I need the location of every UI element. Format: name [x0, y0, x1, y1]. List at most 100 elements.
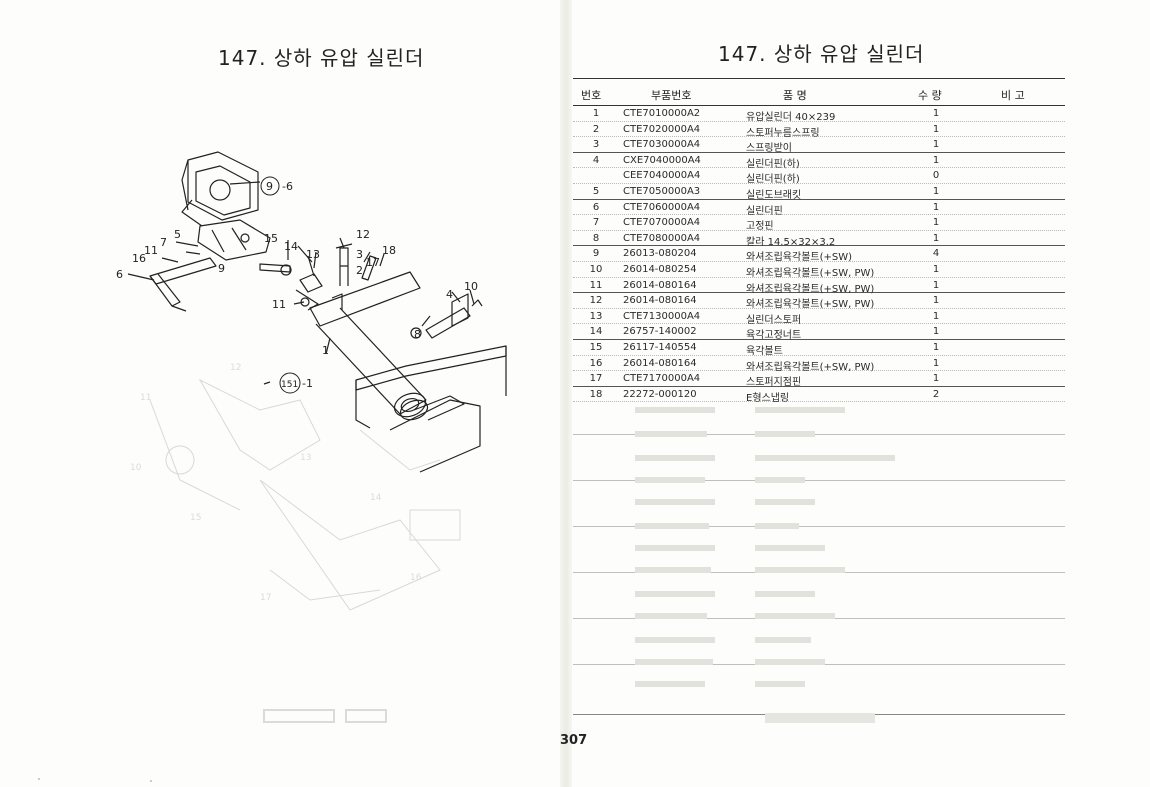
cell-no: 14: [589, 326, 603, 338]
cell-part-name: 고정핀: [746, 221, 774, 233]
header-no: 번호: [581, 89, 602, 102]
book-gutter: [560, 0, 572, 787]
cell-no: 9: [592, 248, 600, 260]
cell-part-name: 와셔조립육각볼트(+SW, PW): [746, 361, 875, 373]
callout-ref9-suffix: -6: [282, 180, 293, 193]
header-name: 품 명: [783, 89, 807, 102]
callout-2: 2: [356, 264, 363, 277]
cell-quantity: 1: [932, 217, 940, 229]
cell-quantity: 1: [932, 185, 940, 197]
cell-no: 12: [589, 295, 603, 307]
cell-quantity: 1: [932, 123, 940, 135]
cell-quantity: 1: [932, 108, 940, 119]
callout-ref151-suffix: -1: [302, 377, 313, 390]
cell-quantity: 1: [932, 326, 940, 338]
callout-ref151: 151: [281, 380, 298, 390]
cell-no: 2: [592, 123, 600, 135]
cell-quantity: 0: [932, 170, 940, 182]
cell-no: 11: [589, 279, 603, 291]
cell-part-name: 육각볼트: [746, 345, 783, 357]
svg-text:10: 10: [130, 463, 142, 473]
cell-no: 7: [592, 217, 600, 229]
callout-3: 3: [356, 248, 363, 261]
cell-quantity: 1: [932, 279, 940, 291]
cell-part-name: 실린도브래킷: [746, 189, 802, 201]
svg-text:15: 15: [190, 513, 201, 523]
ref-9-circle: [260, 176, 280, 196]
svg-text:12: 12: [230, 363, 241, 373]
cell-part-name: 와셔조립육각볼트(+SW, PW): [746, 267, 875, 279]
cell-part-number: 26014-080164: [623, 279, 697, 291]
cell-quantity: 1: [932, 154, 940, 166]
cell-part-number: CTE7130000A4: [623, 310, 701, 322]
cell-part-number: CTE7070000A4: [623, 217, 701, 229]
bleed-through-caption: [263, 709, 387, 723]
callout-18: 18: [382, 244, 396, 257]
cell-quantity: 1: [932, 310, 940, 322]
header-part: 부품번호: [651, 89, 692, 102]
callout-5: 5: [174, 228, 181, 241]
table-row: 7 CTE7070000A4 고정핀 1: [573, 215, 1065, 233]
svg-text:11: 11: [140, 393, 151, 403]
cell-quantity: 1: [932, 139, 940, 151]
svg-text:17: 17: [260, 593, 271, 603]
callout-8: 8: [414, 328, 421, 341]
svg-text:13: 13: [300, 453, 311, 463]
cell-part-name: 유압실린더 40×239: [746, 112, 836, 123]
ref-151-circle: [279, 372, 301, 394]
bleed-through-table-text: [635, 407, 895, 723]
cell-part-number: 26014-080164: [623, 357, 697, 369]
cell-quantity: 1: [932, 357, 940, 369]
cell-part-number: CTE7080000A4: [623, 232, 701, 244]
callout-7: 7: [160, 236, 167, 249]
cell-part-name: 실린더핀: [746, 205, 783, 217]
cell-no: 18: [589, 388, 603, 400]
cell-quantity: 1: [932, 232, 940, 244]
table-row: 11 26014-080164 와셔조립육각볼트(+SW, PW) 1: [573, 278, 1065, 295]
cell-quantity: 1: [932, 341, 940, 353]
cell-quantity: 4: [932, 248, 940, 260]
cell-part-number: CXE7040000A4: [623, 154, 701, 166]
cell-part-name: 스토퍼누름스프링: [746, 127, 820, 139]
table-row: 16 26014-080164 와셔조립육각볼트(+SW, PW) 1: [573, 356, 1065, 373]
callout-14: 14: [284, 240, 298, 253]
parts-table-header: 번호 부품번호 품 명 수 량 비 고: [573, 78, 1065, 106]
cell-quantity: 1: [932, 373, 940, 385]
callout-6: 6: [116, 268, 123, 281]
cell-part-number: 22272-000120: [623, 388, 697, 400]
table-row: 8 CTE7080000A4 칼라 14.5×32×3.2 1: [573, 231, 1065, 248]
callout-11b: 11: [272, 298, 286, 311]
cell-no: 4: [592, 154, 600, 166]
left-page-title: 147. 상하 유압 실린더: [218, 46, 425, 70]
svg-text:14: 14: [370, 493, 382, 503]
cell-part-name: 와셔조립육각볼트(+SW, PW): [746, 299, 875, 311]
cell-no: 16: [589, 357, 603, 369]
paper-speck: [150, 780, 152, 782]
cell-no: 6: [592, 201, 600, 213]
cell-part-name: E형스냅링: [746, 392, 790, 404]
cell-no: 8: [592, 232, 600, 244]
bleed-through-figure: 11 12 13 14 15 16 17 10: [130, 363, 461, 611]
cell-quantity: 1: [932, 201, 940, 213]
parts-table: 번호 부품번호 품 명 수 량 비 고 1 CTE7010000A2 유압실린더 4…: [573, 78, 1065, 404]
cell-part-number: CTE7010000A2: [623, 108, 701, 119]
callout-9: 9: [218, 262, 225, 275]
cell-no: 15: [589, 341, 603, 353]
cell-quantity: 1: [932, 295, 940, 307]
svg-text:16: 16: [410, 573, 422, 583]
exploded-parts-diagram: 9 -6 151 -1 5 7 11 16 6 9 15 14 13 12 3 …: [116, 151, 507, 473]
cell-part-name: 칼라 14.5×32×3.2: [746, 236, 836, 248]
cell-quantity: 1: [932, 263, 940, 275]
cell-part-name: 와셔조립육각볼트(+SW, PW): [746, 283, 875, 295]
cell-no: 5: [592, 185, 600, 197]
cell-part-number: CTE7050000A3: [623, 185, 701, 197]
